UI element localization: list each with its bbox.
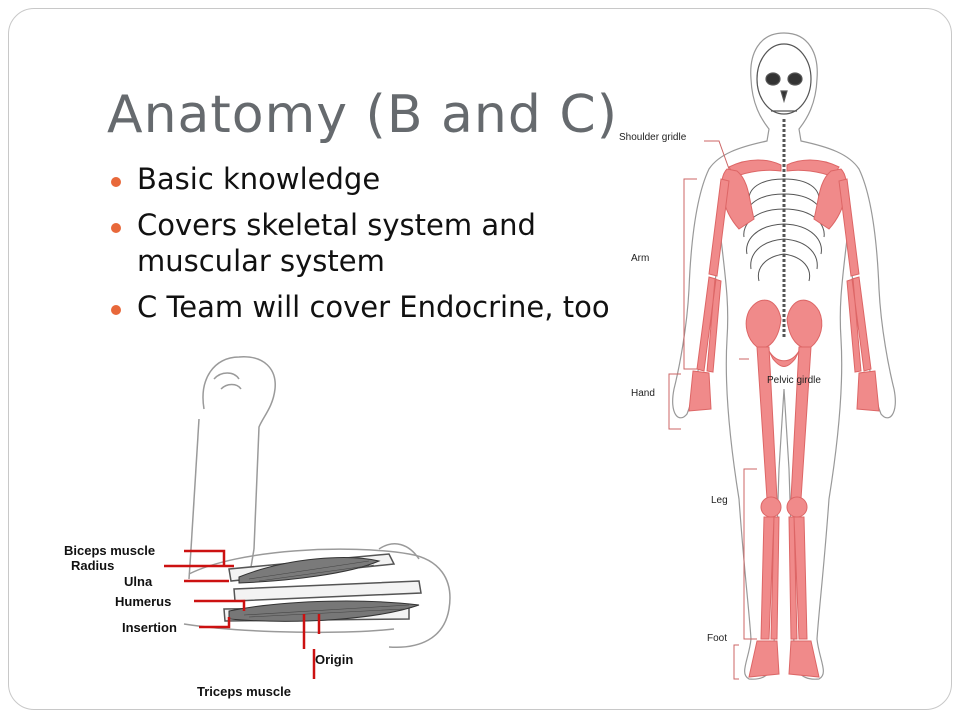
label-hand: Hand: [631, 388, 655, 399]
body-outline: [672, 32, 896, 680]
label-insertion: Insertion: [122, 620, 177, 635]
muscle-striations: [243, 560, 410, 618]
bullet-dot-icon: [111, 223, 121, 233]
label-biceps-muscle: Biceps muscle: [64, 543, 155, 558]
bullet-dot-icon: [111, 177, 121, 187]
left-femur: [756, 346, 778, 500]
slide-title: Anatomy (B and C): [107, 85, 618, 145]
label-triceps-muscle: Triceps muscle: [197, 684, 291, 699]
skeleton-diagram: Shoulder gridle Arm Hand Pelvic girdle L…: [619, 32, 896, 680]
slide: Anatomy (B and C) Basic knowledge Covers…: [8, 8, 952, 710]
bullet-item: C Team will cover Endocrine, too: [109, 289, 629, 325]
label-pelvic-girdle: Pelvic girdle: [767, 375, 821, 386]
left-foot: [748, 640, 780, 678]
bullet-dot-icon: [111, 305, 121, 315]
bullet-item: Basic knowledge: [109, 161, 629, 197]
label-shoulder-girdle: Shoulder gridle: [619, 132, 687, 143]
bullet-item: Covers skeletal system and muscular syst…: [109, 207, 629, 279]
left-humerus: [708, 178, 730, 277]
shoulder-girdle: [728, 159, 782, 178]
label-foot: Foot: [707, 633, 727, 644]
label-origin: Origin: [315, 652, 353, 667]
label-ulna: Ulna: [124, 574, 153, 589]
bracket-lines: [668, 140, 757, 680]
leader-lines: [164, 549, 321, 679]
label-humerus: Humerus: [115, 594, 171, 609]
forearm-sketch: [188, 356, 276, 580]
pelvic-girdle: [745, 299, 782, 349]
arm-muscle-diagram: Biceps muscle Radius Ulna Humerus Insert…: [64, 356, 451, 699]
label-leg: Leg: [711, 495, 728, 506]
label-radius: Radius: [71, 558, 114, 573]
bullet-text: Basic knowledge: [137, 162, 381, 196]
bullet-text: C Team will cover Endocrine, too: [137, 290, 610, 324]
left-hand: [688, 370, 712, 412]
bullet-text: Covers skeletal system and muscular syst…: [137, 208, 536, 278]
skull: [756, 43, 812, 115]
label-arm: Arm: [631, 253, 649, 264]
highlighted-bones: [688, 159, 880, 678]
triceps-muscle: [228, 600, 420, 622]
bullet-list: Basic knowledge Covers skeletal system a…: [109, 161, 629, 335]
